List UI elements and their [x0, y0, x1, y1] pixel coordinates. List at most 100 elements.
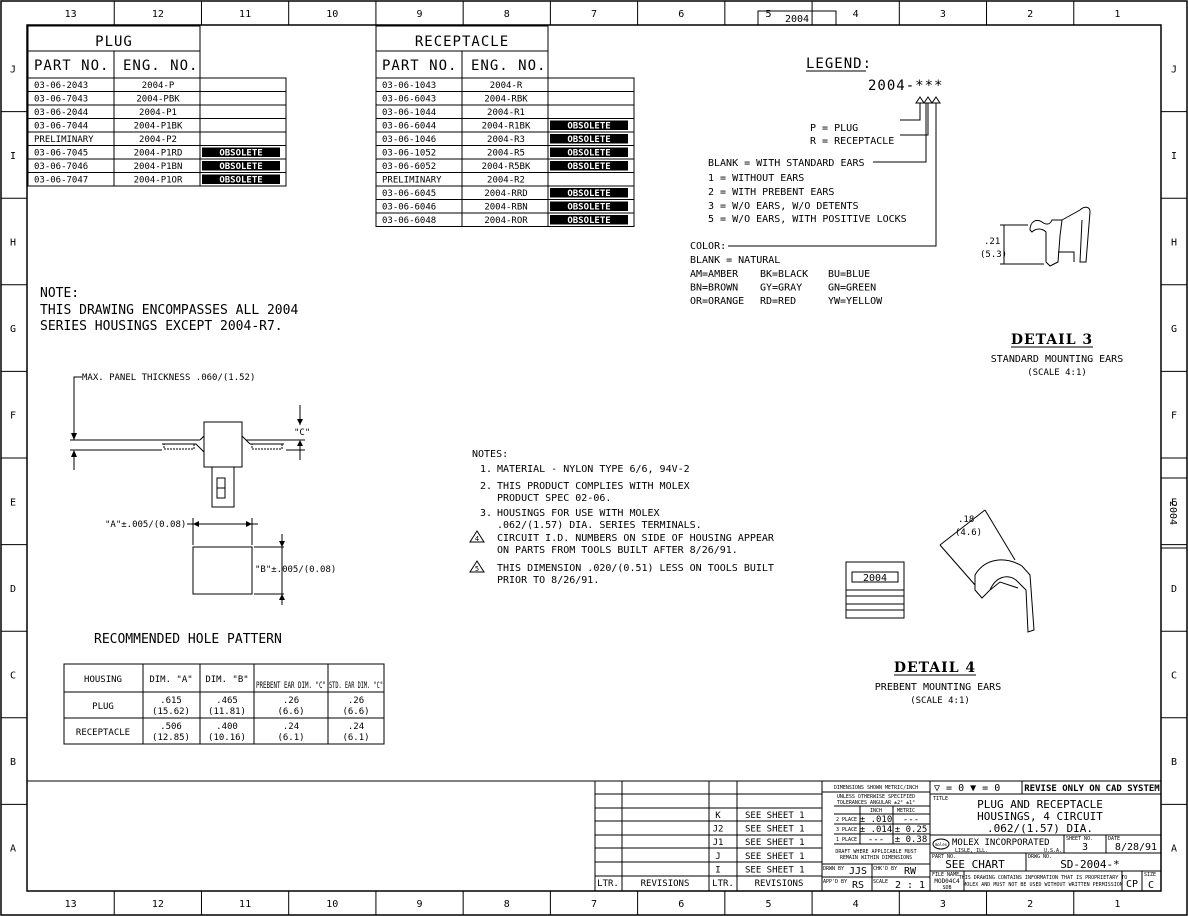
row-label-left: G: [10, 324, 16, 335]
notes-title: NOTES:: [472, 449, 508, 460]
receptacle-part-no: 03-06-1052: [382, 149, 436, 159]
note-number: 3.: [480, 508, 492, 519]
legend-code: 2004-***: [868, 78, 943, 94]
row-label-right: J: [1171, 64, 1177, 75]
tol-metric: ± 0.25: [895, 825, 928, 835]
title-line-2: HOUSINGS, 4 CIRCUIT: [977, 810, 1103, 823]
plug-status-badge: OBSOLETE: [219, 162, 262, 172]
row-label-right: I: [1171, 151, 1177, 162]
receptacle-status-badge: OBSOLETE: [567, 122, 610, 132]
cad-symbols: ▽ = 0 ▼ = 0: [934, 783, 1000, 794]
tol-note-2: TOLERANCES ANGULAR ±2° ±1°: [837, 800, 915, 806]
plug-part-no: 03-06-7043: [34, 95, 88, 105]
hole-pattern-rows: PLUG.615(15.62).465(11.81).26(6.6).26(6.…: [76, 696, 370, 743]
column-label-bottom: 1: [1114, 899, 1120, 910]
tol-place: 1 PLACE: [836, 837, 857, 843]
note-number: 5: [475, 565, 479, 573]
hole-cell-mm: (10.16): [208, 733, 246, 743]
row-label-right: G: [1171, 324, 1177, 335]
note-line: THIS PRODUCT COMPLIES WITH MOLEX: [497, 481, 690, 492]
revision-text: SEE SHEET 1: [745, 811, 805, 821]
detail4-subtitle: PREBENT MOUNTING EARS: [875, 682, 1001, 693]
cad-note: REVISE ONLY ON CAD SYSTEM: [1024, 784, 1160, 794]
column-label-top: 8: [504, 9, 510, 20]
legend-ear-3: 3 = W/O EARS, W/O DETENTS: [708, 201, 859, 212]
hole-cell-inch: .26: [283, 696, 299, 706]
legend-type-receptacle: R = RECEPTACLE: [810, 136, 894, 147]
hole-header-prebent: PREBENT EAR DIM. "C": [256, 681, 326, 691]
receptacle-part-no: 03-06-1044: [382, 108, 436, 118]
receptacle-part-no: 03-06-6052: [382, 162, 436, 172]
column-label-bottom: 2: [1027, 899, 1033, 910]
row-label-right: H: [1171, 238, 1177, 249]
plug-eng-no: 2004-P1OR: [134, 176, 183, 186]
receptacle-eng-no: 2004-RRD: [484, 189, 527, 199]
receptacle-eng-no: 2004-R: [490, 81, 523, 91]
legend-color-entry: GN=GREEN: [828, 283, 876, 294]
legend-color-blank: BLANK = NATURAL: [690, 255, 780, 266]
receptacle-part-no: 03-06-6046: [382, 203, 436, 213]
receptacle-part-no: 03-06-6045: [382, 189, 436, 199]
column-label-top: 7: [591, 9, 597, 20]
detail3-dim-mm: (5.3): [980, 250, 1007, 260]
hole-cell-inch: .24: [348, 722, 364, 732]
drawing-scale: 2 : 1: [895, 880, 925, 891]
hole-cell-mm: (6.6): [342, 707, 369, 717]
revision-text: SEE SHEET 1: [745, 838, 805, 848]
dim-b-label: "B"±.005/(0.08): [255, 565, 336, 575]
detail-3: .21 (5.3) DETAIL 3 STANDARD MOUNTING EAR…: [980, 206, 1123, 378]
hole-pattern: RECOMMENDED HOLE PATTERN HOUSING DIM. "A…: [63, 632, 385, 745]
side-tab: 2004: [1160, 477, 1188, 549]
rev-footer-rev-1: REVISIONS: [641, 879, 690, 889]
top-tab-text: 2004: [785, 14, 809, 25]
receptacle-header-part: PART NO.: [382, 58, 457, 74]
tol-header-inch: INCH: [870, 808, 882, 814]
tol-place: 2 PLACE: [836, 817, 857, 823]
plug-eng-no: 2004-P1: [139, 108, 177, 118]
column-label-bottom: 10: [326, 899, 338, 910]
plug-header-eng: ENG. NO.: [123, 58, 198, 74]
row-label-right: A: [1171, 844, 1177, 855]
note-line: THIS DIMENSION .020/(0.51) LESS ON TOOLS…: [497, 563, 774, 574]
part-no-label: PART NO.: [932, 854, 956, 860]
draft-note-1: DRAFT WHERE APPLICABLE MUST: [835, 849, 916, 855]
receptacle-eng-no: 2004-R5: [487, 149, 525, 159]
legend-color-entry: OR=ORANGE: [690, 296, 744, 307]
rev-footer-ltr-1: LTR.: [597, 879, 619, 889]
tol-inch: ± .014: [860, 825, 893, 835]
column-label-top: 3: [940, 9, 946, 20]
appd-by: RS: [852, 880, 864, 891]
receptacle-status-badge: OBSOLETE: [567, 162, 610, 172]
tol-inch: ± .010: [860, 815, 893, 825]
detail4-dim-inch: .18: [958, 515, 974, 525]
file-name-label: FILE NAME: [932, 872, 959, 878]
note-line: HOUSINGS FOR USE WITH MOLEX: [497, 508, 660, 519]
legend-title: LEGEND:: [806, 56, 872, 72]
detail3-dim-inch: .21: [984, 237, 1000, 247]
plug-part-no: 03-06-7047: [34, 176, 88, 186]
tol-metric: ---: [903, 815, 919, 825]
detail4-dim-mm: (4.6): [955, 528, 982, 538]
row-label-left: C: [10, 671, 16, 682]
notes-section: NOTES: 1.MATERIAL - NYLON TYPE 6/6, 94V-…: [469, 449, 775, 586]
row-label-right: E: [1171, 497, 1177, 508]
plug-eng-no: 2004-P1BN: [134, 162, 183, 172]
column-label-top: 2: [1027, 9, 1033, 20]
legend-color-entry: BN=BROWN: [690, 283, 738, 294]
hole-cell-mm: (15.62): [152, 707, 190, 717]
hole-cell-inch: .400: [216, 722, 238, 732]
plug-eng-no: 2004-P1RD: [134, 149, 183, 159]
column-label-bottom: 6: [678, 899, 684, 910]
rev-footer-ltr-2: LTR.: [712, 879, 734, 889]
receptacle-eng-no: 2004-ROR: [484, 216, 528, 226]
receptacle-status-badge: OBSOLETE: [567, 135, 610, 145]
main-note-line-1: THIS DRAWING ENCOMPASSES ALL 2004: [40, 303, 298, 318]
receptacle-eng-no: 2004-R3: [487, 135, 525, 145]
note-line: PRIOR TO 8/26/91.: [497, 575, 599, 586]
row-label-left: E: [10, 497, 16, 508]
